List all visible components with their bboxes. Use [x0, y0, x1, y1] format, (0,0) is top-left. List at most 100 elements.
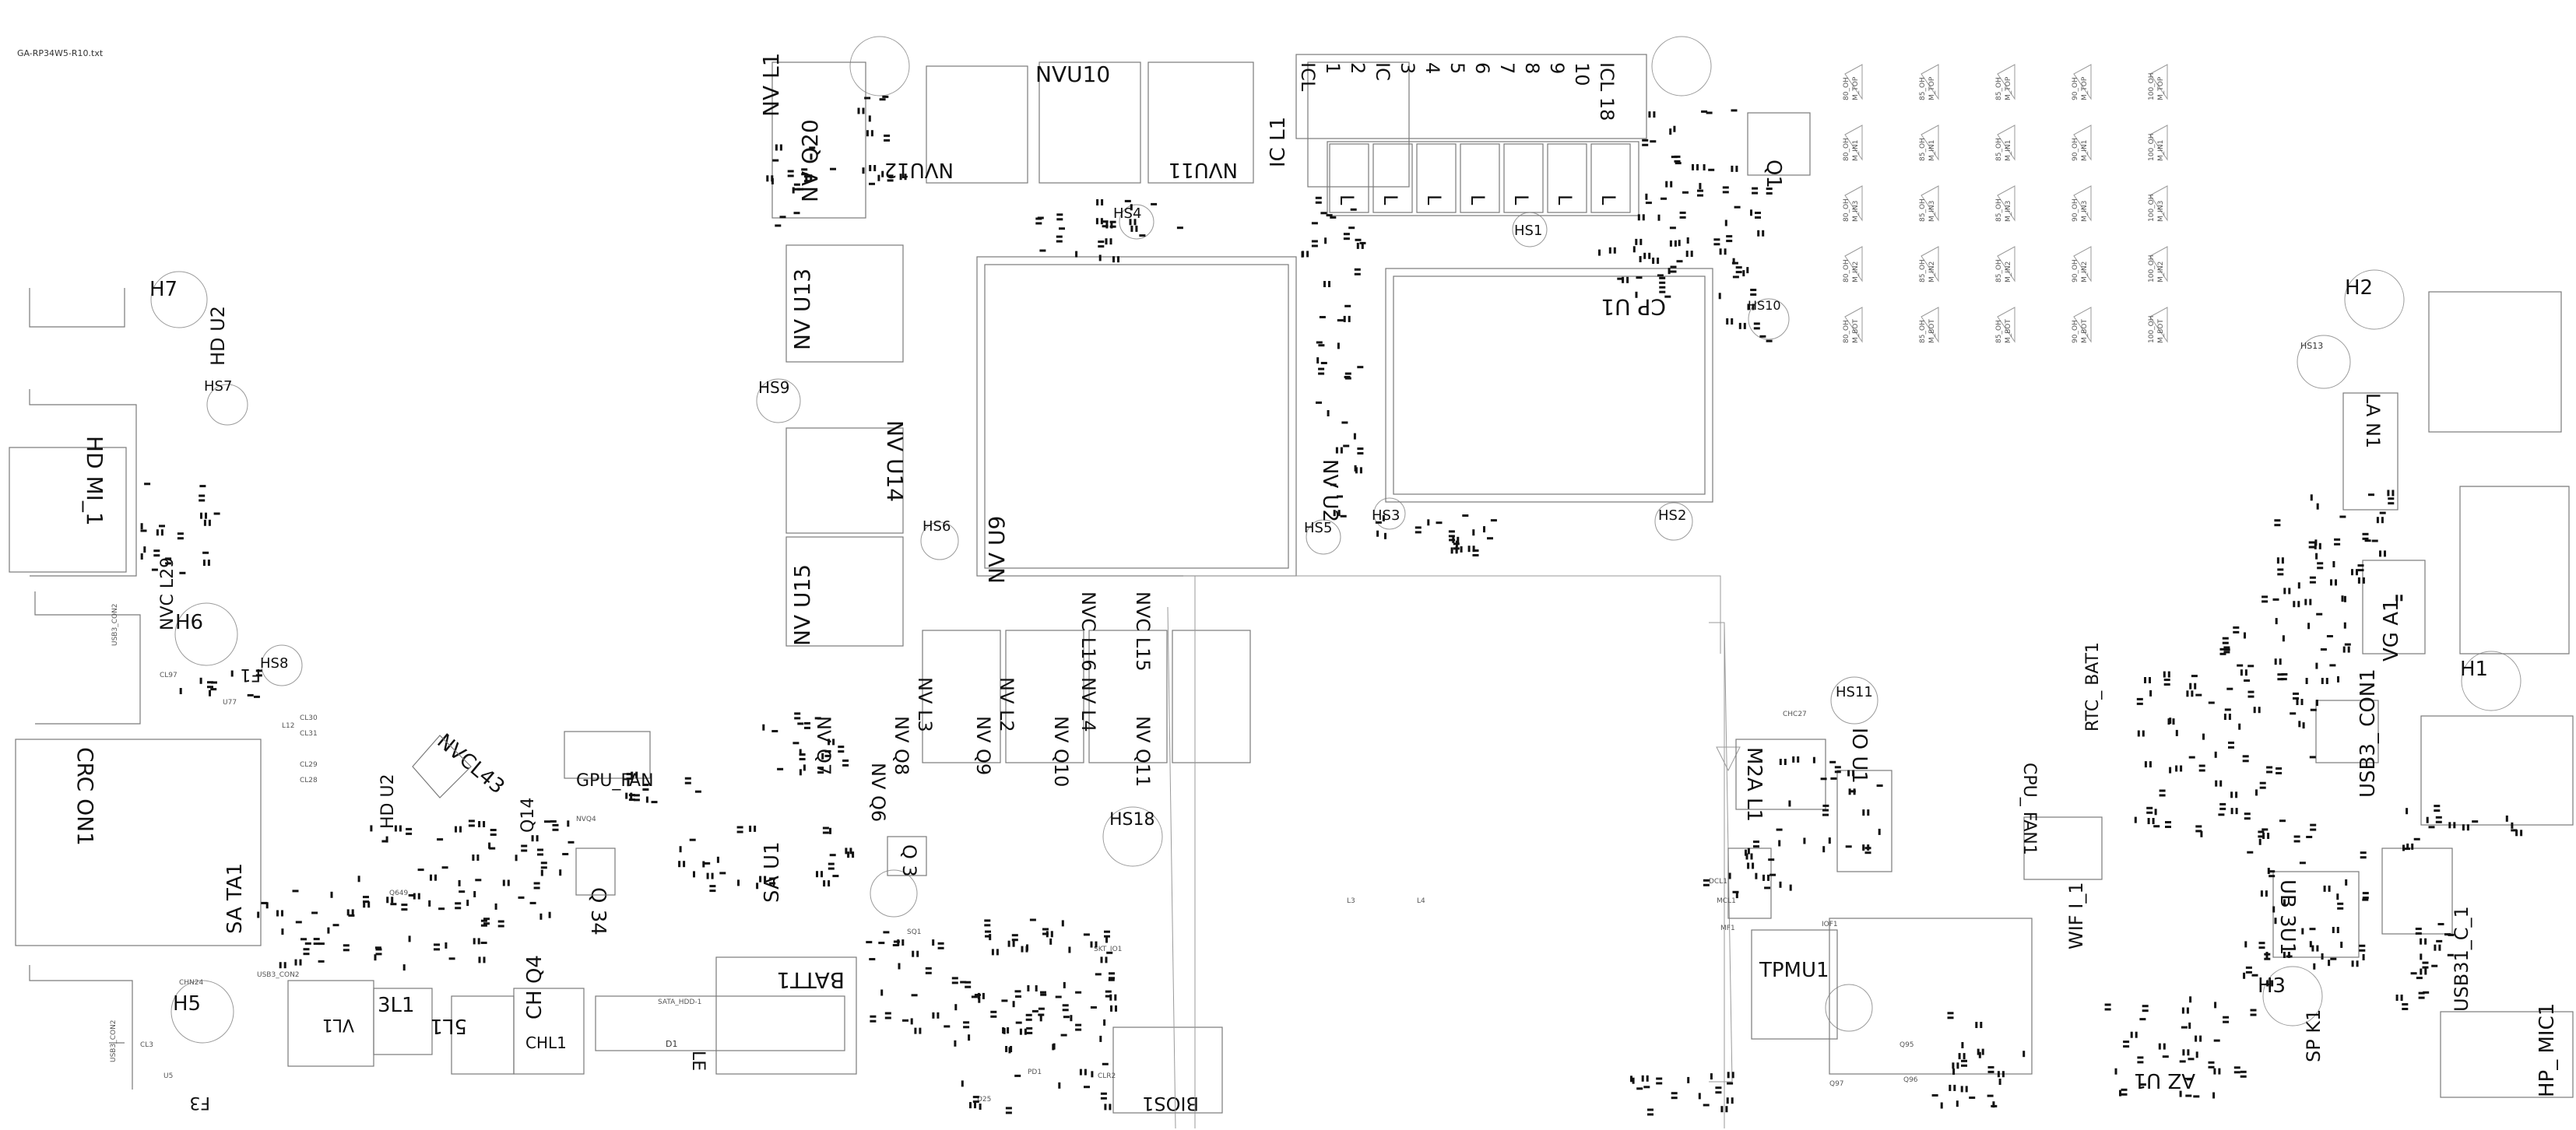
impedance-layer-label: M_BOT: [1928, 319, 1936, 343]
smd-pad: [1659, 276, 1666, 279]
smd-pad: [1040, 991, 1046, 994]
smd-pad: [2233, 630, 2240, 633]
smd-pad: [1673, 125, 1676, 132]
smd-pad: [1014, 990, 1021, 993]
smd-pad: [2255, 789, 2258, 796]
inductor-row-label: 8: [1521, 62, 1543, 74]
smd-pad: [2309, 941, 2312, 948]
smd-pad: [153, 554, 160, 557]
smd-pad: [2413, 837, 2420, 840]
impedance-layer-label: M_IN1: [2005, 140, 2012, 161]
smd-pad: [2104, 1008, 2111, 1011]
smd-pad: [884, 139, 891, 142]
smd-pad: [1722, 191, 1729, 194]
smd-pad: [884, 1012, 891, 1015]
smd-pad: [799, 753, 806, 756]
smd-pad: [792, 742, 800, 745]
smd-pad: [521, 849, 528, 852]
smd-pad: [1487, 537, 1493, 540]
inductor-body: [1503, 143, 1544, 213]
smd-pad: [2159, 789, 2166, 792]
smd-pad: [1752, 304, 1755, 311]
smd-pad: [2362, 537, 2369, 540]
smd-pad: [458, 879, 461, 886]
smd-pad: [2282, 635, 2285, 642]
smd-pad: [1457, 536, 1460, 543]
smd-pad: [2149, 690, 2153, 697]
inductor-row-label: 7: [1496, 62, 1518, 74]
smd-pad: [1727, 1082, 1734, 1085]
smd-pad: [1070, 1015, 1073, 1022]
impedance-layer-label: M_BOT: [2157, 319, 2165, 343]
smd-pad: [866, 941, 873, 944]
smd-pad: [295, 921, 302, 924]
smd-pad: [480, 942, 487, 944]
smd-pad: [2218, 1068, 2221, 1075]
smd-pad: [2297, 582, 2300, 589]
smd-pad: [1659, 290, 1666, 293]
smd-pad: [2137, 1061, 2144, 1064]
smd-pad: [2422, 966, 2429, 969]
smd-pad: [2362, 892, 2369, 895]
impedance-ohm-label: 90_OH: [2072, 320, 2079, 343]
chl1-label: CHL1: [525, 1033, 567, 1052]
smd-pad: [1778, 840, 1781, 847]
smd-pad: [2359, 949, 2366, 952]
hs2-label: HS2: [1658, 507, 1686, 524]
smd-pad: [2298, 721, 2301, 728]
smd-pad: [822, 826, 829, 830]
smd-pad: [1472, 554, 1479, 556]
smd-pad: [1852, 770, 1855, 777]
smd-pad: [2472, 820, 2479, 823]
smd-pad: [1110, 222, 1113, 229]
smd-pad: [1130, 204, 1133, 211]
smd-pad: [736, 830, 743, 833]
smd-pad: [2326, 635, 2333, 637]
smd-pad: [1056, 218, 1063, 221]
smd-pad: [1656, 1082, 1663, 1085]
smd-pad: [1878, 828, 1881, 835]
smd-pad: [1613, 247, 1616, 254]
smd-pad: [990, 1015, 997, 1018]
smd-pad: [766, 175, 769, 182]
smd-pad: [2165, 826, 2171, 828]
smd-pad: [140, 529, 147, 532]
smd-pad: [1356, 242, 1359, 249]
smd-pad: [1961, 1042, 1964, 1048]
smd-pad: [2212, 1092, 2216, 1099]
smd-pad: [2316, 612, 2323, 616]
smd-pad: [2202, 733, 2205, 740]
smd-pad: [2274, 658, 2277, 665]
smd-pad: [1847, 770, 1850, 777]
impedance-layer-label: M_IN3: [2081, 201, 2089, 222]
smd-pad: [633, 794, 640, 797]
smd-pad: [1664, 295, 1671, 298]
smd-pad: [2293, 835, 2300, 838]
smd-pad: [1306, 251, 1309, 258]
smd-pad: [797, 722, 804, 725]
smd-pad: [1129, 219, 1132, 226]
smd-pad: [1703, 883, 1710, 886]
impedance-ohm-label: 85_OH: [1995, 77, 2003, 100]
smd-pad: [1112, 256, 1115, 263]
smd-pad: [1732, 890, 1739, 893]
smd-pad: [2182, 1049, 2185, 1056]
smd-pad: [477, 938, 480, 945]
impedance-ohm-label: 85_OH: [1995, 259, 2003, 282]
smd-pad: [1348, 315, 1351, 322]
smd-pad: [2245, 970, 2252, 974]
smd-pad: [779, 216, 786, 219]
smd-pad: [1109, 977, 1115, 980]
smd-pad: [1975, 1022, 1978, 1028]
smd-pad: [2438, 944, 2441, 951]
smd-pad: [2139, 1083, 2146, 1086]
smd-pad: [1058, 1082, 1061, 1089]
smd-pad: [838, 750, 845, 753]
smd-pad: [385, 836, 388, 843]
smd-pad: [1980, 1022, 1983, 1028]
smd-pad: [1031, 1009, 1038, 1012]
smd-pad: [1012, 940, 1015, 947]
smd-pad: [1724, 219, 1727, 226]
smd-pad: [914, 1027, 917, 1034]
